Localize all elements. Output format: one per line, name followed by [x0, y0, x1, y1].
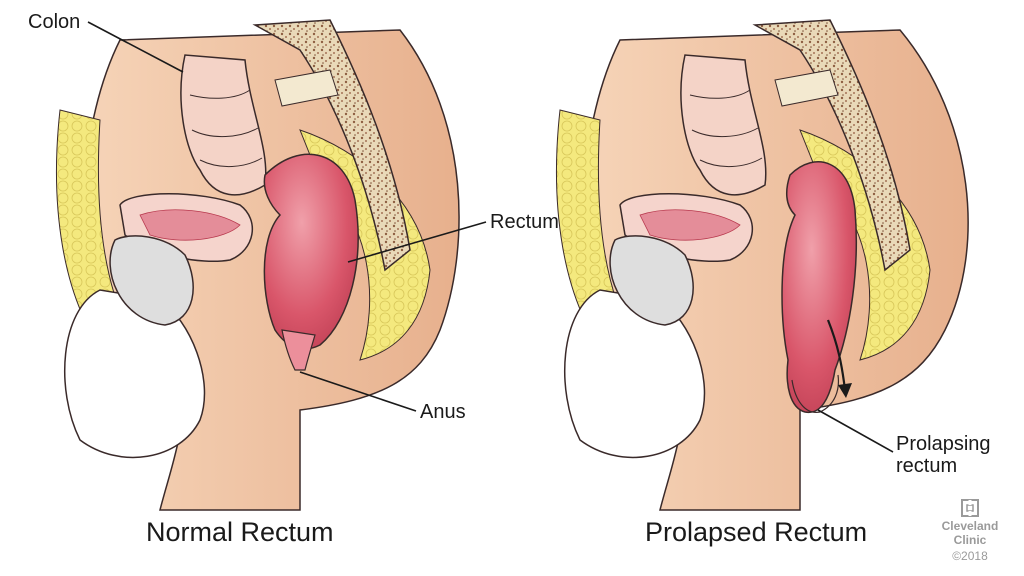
prolapsing-rectum-leader-line: [817, 409, 894, 453]
vertebra-disc: [774, 69, 839, 107]
prolapsing-label-line2: rectum: [896, 455, 958, 477]
normal-rectum-caption: Normal Rectum: [146, 517, 334, 547]
sacrum: [752, 19, 911, 272]
anal-canal: [281, 329, 316, 371]
rectum-leader-line: [347, 221, 487, 263]
sacrum: [252, 19, 411, 272]
prolapsed-panel-illustration: [556, 19, 969, 511]
prolapsing-label-line1: Prolapsing: [896, 433, 991, 455]
rectum: [263, 153, 359, 350]
colon: [680, 54, 767, 196]
thigh: [564, 289, 706, 459]
prolapsed-rectum-caption: Prolapsed Rectum: [645, 517, 868, 547]
anus-leader-line: [299, 371, 417, 412]
thigh: [64, 289, 206, 459]
descent-arrow-head: [838, 383, 852, 398]
normal-panel-illustration: [56, 19, 487, 511]
vertebra-disc: [274, 69, 339, 107]
logo-text-clinic: Clinic: [953, 533, 987, 547]
colon-leader-line: [87, 21, 184, 73]
bladder: [609, 235, 694, 326]
bladder: [109, 235, 194, 326]
descent-arrow: [826, 319, 847, 391]
colon-label: Colon: [28, 11, 81, 33]
logo-copyright: ©2018: [952, 549, 988, 563]
anus-label: Anus: [420, 401, 466, 423]
logo-text-cleveland: Cleveland: [941, 519, 999, 533]
colon: [180, 54, 267, 196]
rectum-label: Rectum: [490, 211, 559, 233]
cleveland-clinic-logo-icon: [961, 499, 979, 517]
